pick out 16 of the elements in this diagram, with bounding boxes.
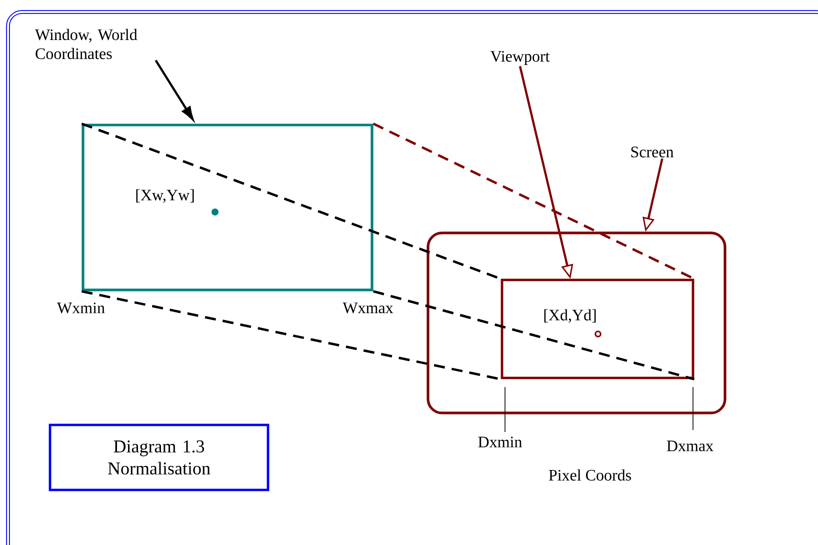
rectangle-frame (82, 124, 374, 292)
rectangle-frame (426, 232, 726, 414)
caption-box: Diagram 1.3 Normalisation (48, 424, 270, 492)
coordinate-label: [Xw,Yw] (134, 188, 196, 204)
coordinate-label: Wxmax (342, 302, 394, 314)
callout-text: Screen (631, 146, 674, 158)
coordinate-label: [Xd,Yd] (542, 308, 598, 324)
coordinate-label: Dxmax (665, 440, 715, 452)
coordinate-label: Pixel Coords (547, 468, 633, 482)
coordinate-label: Dxmin (476, 436, 524, 448)
rectangle-frame (500, 278, 694, 380)
callout-text: Viewport (490, 51, 550, 65)
arrow (154, 60, 194, 120)
callout-text: Window, World Coordinates (35, 28, 138, 60)
projection-line (373, 290, 695, 380)
coordinate-label: Wxmin (56, 302, 106, 314)
